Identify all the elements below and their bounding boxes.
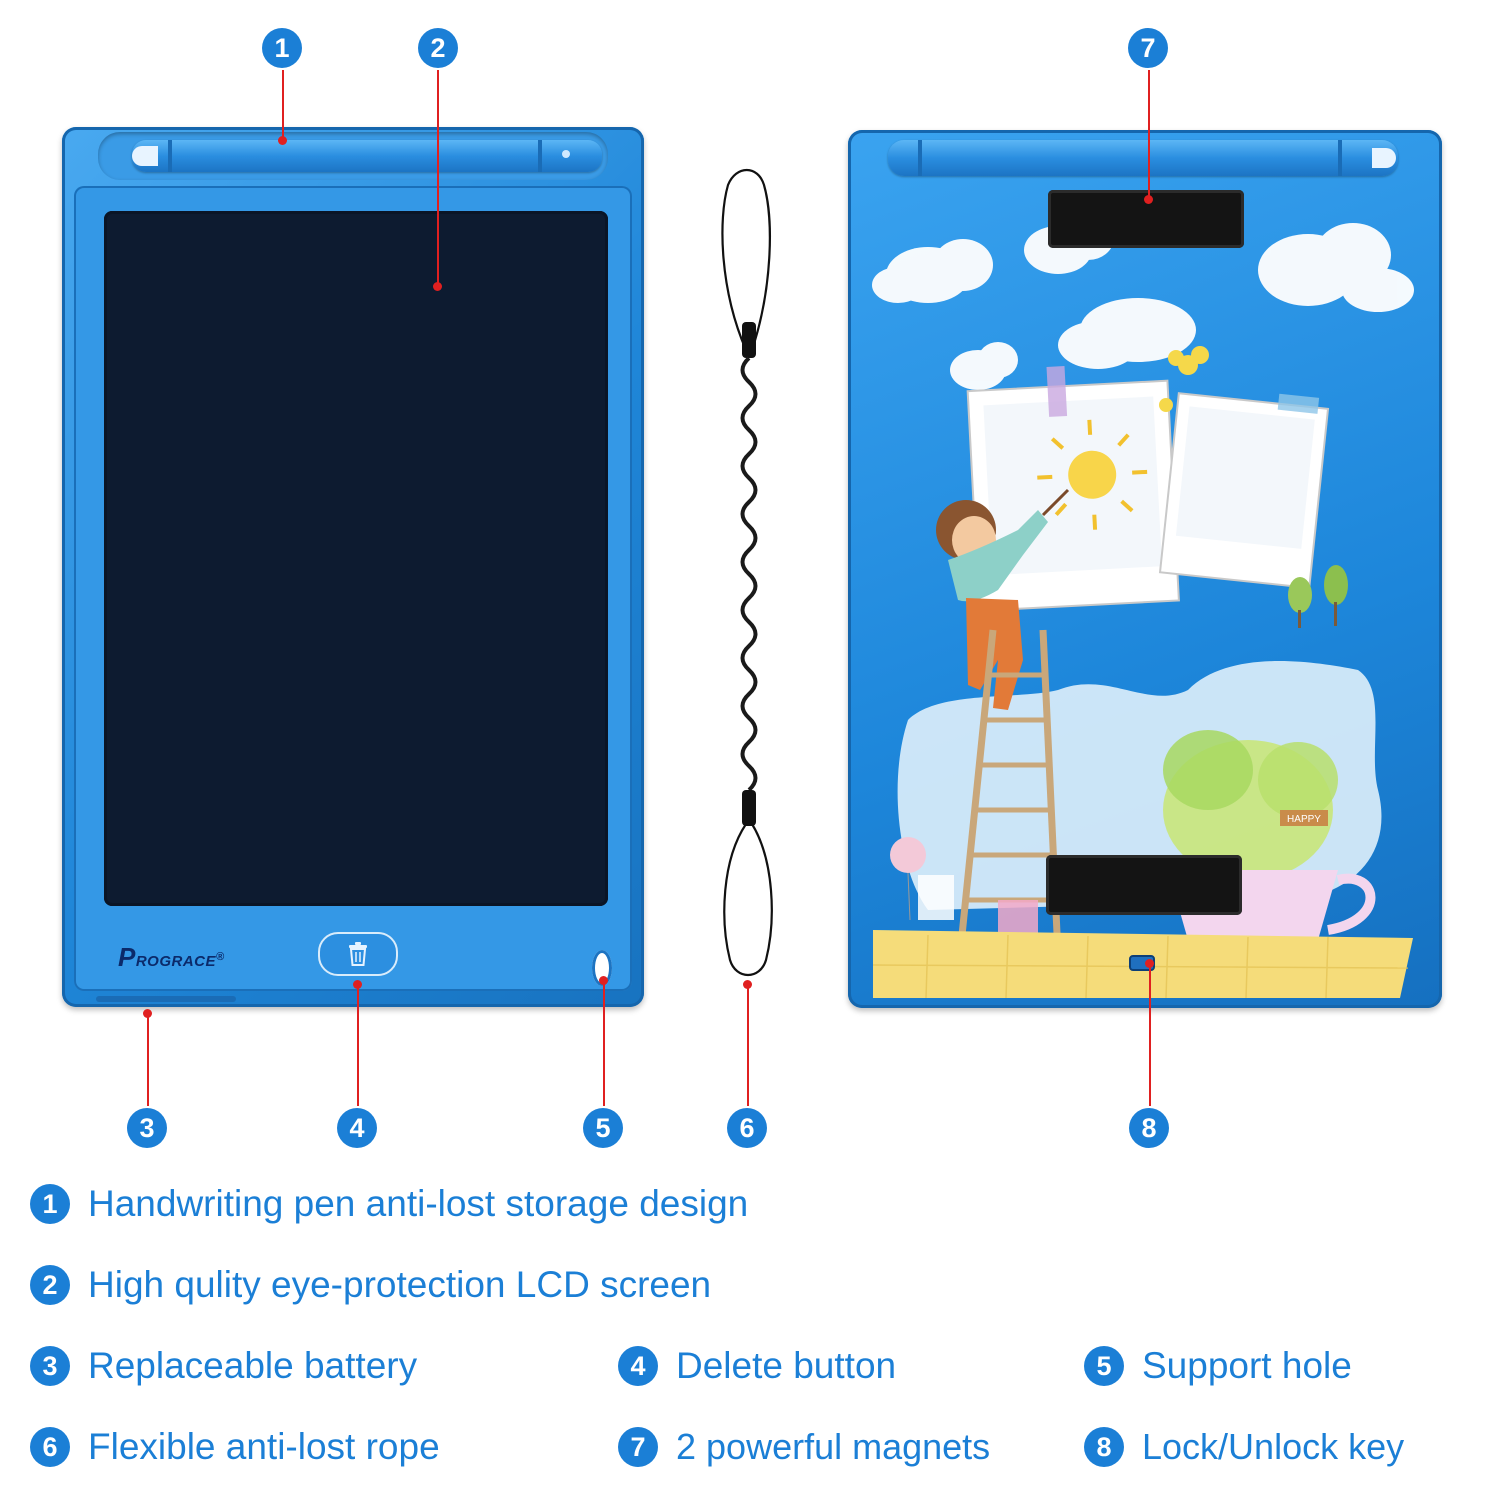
leader-line-6 — [747, 985, 749, 1106]
magnet-bottom — [1046, 855, 1242, 915]
back-illustration: HAPPY — [872, 216, 1414, 999]
mug-sign-text: HAPPY — [1287, 814, 1321, 825]
leader-dot-1 — [278, 136, 287, 145]
delete-button[interactable] — [318, 932, 398, 976]
lcd-writing-screen[interactable] — [104, 211, 608, 906]
callout-badge-5: 5 — [583, 1108, 623, 1148]
legend-item-1: 1 Handwriting pen anti-lost storage desi… — [30, 1183, 748, 1225]
legend-badge-8: 8 — [1084, 1427, 1124, 1467]
legend-badge-3: 3 — [30, 1346, 70, 1386]
legend-badge-1: 1 — [30, 1184, 70, 1224]
leader-dot-7 — [1144, 195, 1153, 204]
legend-label-4: Delete button — [676, 1345, 897, 1386]
callout-badge-3: 3 — [127, 1108, 167, 1148]
legend-label-8: Lock/Unlock key — [1142, 1426, 1405, 1467]
legend-label-1: Handwriting pen anti-lost storage design — [88, 1183, 749, 1224]
leader-line-7 — [1148, 70, 1150, 198]
anti-lost-rope — [721, 169, 773, 976]
leader-line-3 — [147, 1014, 149, 1106]
leader-dot-5 — [599, 976, 608, 985]
leader-line-8 — [1149, 964, 1151, 1106]
legend-item-2: 2 High qulity eye-protection LCD screen — [30, 1264, 711, 1306]
legend-item-5: 5 Support hole — [1084, 1345, 1352, 1387]
legend-badge-6: 6 — [30, 1427, 70, 1467]
legend-badge-4: 4 — [618, 1346, 658, 1386]
brand-initial: P — [118, 942, 136, 972]
brand-rest: ROGRACE — [135, 953, 217, 970]
callout-badge-2: 2 — [418, 28, 458, 68]
leader-dot-8 — [1145, 959, 1154, 968]
brand-registered-mark: ® — [216, 951, 225, 963]
legend-item-6: 6 Flexible anti-lost rope — [30, 1426, 440, 1468]
leader-line-4 — [357, 985, 359, 1106]
legend-item-3: 3 Replaceable battery — [30, 1345, 417, 1387]
legend-label-2: High qulity eye-protection LCD screen — [88, 1264, 712, 1305]
callout-badge-1: 1 — [262, 28, 302, 68]
legend-label-3: Replaceable battery — [88, 1345, 418, 1386]
legend-badge-7: 7 — [618, 1427, 658, 1467]
legend-label-5: Support hole — [1142, 1345, 1352, 1386]
legend-item-8: 8 Lock/Unlock key — [1084, 1426, 1404, 1468]
callout-badge-6: 6 — [727, 1108, 767, 1148]
callout-badge-7: 7 — [1128, 28, 1168, 68]
battery-cover — [96, 996, 236, 1002]
legend-label-7: 2 powerful magnets — [676, 1426, 991, 1467]
handwriting-pen — [132, 140, 602, 172]
callout-badge-4: 4 — [337, 1108, 377, 1148]
legend-label-6: Flexible anti-lost rope — [88, 1426, 440, 1467]
back-pen — [888, 140, 1398, 176]
leader-line-2 — [437, 70, 439, 285]
legend-item-7: 7 2 powerful magnets — [618, 1426, 990, 1468]
brand-logo: PROGRACE® — [118, 942, 225, 973]
leader-line-5 — [603, 981, 605, 1106]
leader-dot-3 — [143, 1009, 152, 1018]
trash-icon — [349, 942, 367, 966]
legend-badge-5: 5 — [1084, 1346, 1124, 1386]
leader-dot-2 — [433, 282, 442, 291]
leader-dot-6 — [743, 980, 752, 989]
leader-line-1 — [282, 70, 284, 140]
legend-item-4: 4 Delete button — [618, 1345, 896, 1387]
legend-badge-2: 2 — [30, 1265, 70, 1305]
callout-badge-8: 8 — [1129, 1108, 1169, 1148]
leader-dot-4 — [353, 980, 362, 989]
